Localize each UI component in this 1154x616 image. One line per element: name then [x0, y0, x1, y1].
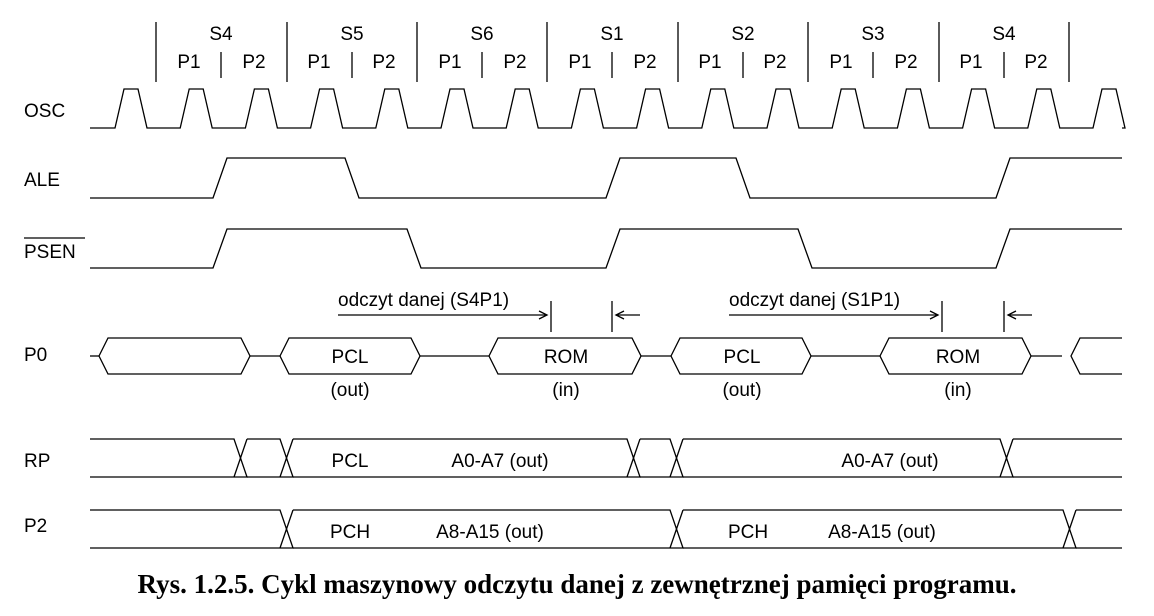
read-window-1: [338, 301, 640, 332]
phase-label: P2: [1024, 52, 1047, 73]
osc-waveform: [90, 88, 1126, 129]
state-header: S4 S5 S6 S1 S2 S3 S4 P1 P2 P1 P2 P1 P2 P…: [155, 22, 1070, 82]
phase-label: P2: [372, 52, 395, 73]
read-label-1: odczyt danej (S4P1): [338, 290, 509, 311]
signal-label-ale: ALE: [24, 170, 60, 191]
phase-label: P1: [698, 52, 721, 73]
rp-pcl-label: PCL: [332, 451, 369, 472]
rp-addr-label: A0-A7 (out): [841, 451, 938, 472]
state-label: S1: [600, 24, 623, 45]
p2-addr-label: A8-A15 (out): [436, 522, 544, 543]
phase-label: P1: [959, 52, 982, 73]
signal-label-rp: RP: [24, 451, 50, 472]
read-window-2: [729, 301, 1032, 332]
state-label: S5: [340, 24, 363, 45]
state-label: S2: [731, 24, 754, 45]
phase-label: P1: [568, 52, 591, 73]
rp-bus: [90, 438, 1122, 478]
state-label: S4: [992, 24, 1016, 45]
signal-label-p0: P0: [24, 345, 47, 366]
signal-label-osc: OSC: [24, 101, 65, 122]
signal-label-psen: PSEN: [24, 242, 76, 263]
phase-label: P2: [894, 52, 917, 73]
phase-label: P2: [763, 52, 786, 73]
timing-diagram: S4 S5 S6 S1 S2 S3 S4 P1 P2 P1 P2 P1 P2 P…: [24, 22, 1126, 549]
read-label-2: odczyt danej (S1P1): [729, 290, 900, 311]
p0-rom-label: ROM: [936, 347, 980, 368]
p2-bus: [90, 509, 1122, 549]
state-label: S3: [861, 24, 884, 45]
p0-pcl-label: PCL: [332, 347, 369, 368]
p0-pcl-label: PCL: [724, 347, 761, 368]
psen-waveform: [90, 228, 1122, 269]
p0-rom-in-label: (in): [552, 380, 579, 401]
p2-pch-label: PCH: [330, 522, 370, 543]
p2-pch-label: PCH: [728, 522, 768, 543]
phase-label: P1: [438, 52, 461, 73]
phase-label: P2: [242, 52, 265, 73]
rp-addr-label: A0-A7 (out): [451, 451, 548, 472]
p0-pcl-out-label: (out): [330, 380, 369, 401]
p2-addr-label: A8-A15 (out): [828, 522, 936, 543]
signal-label-p2: P2: [24, 516, 47, 537]
phase-label: P1: [829, 52, 852, 73]
figure-caption: Rys. 1.2.5. Cykl maszynowy odczytu danej…: [137, 569, 1017, 599]
phase-label: P1: [307, 52, 330, 73]
p0-rom-in-label: (in): [944, 380, 971, 401]
state-label: S6: [470, 24, 493, 45]
ale-waveform: [90, 157, 1122, 199]
p0-pcl-out-label: (out): [722, 380, 761, 401]
phase-label: P2: [633, 52, 656, 73]
p0-rom-label: ROM: [544, 347, 588, 368]
p0-bus: [90, 337, 1122, 375]
state-label: S4: [209, 24, 233, 45]
phase-label: P2: [503, 52, 526, 73]
phase-label: P1: [177, 52, 200, 73]
